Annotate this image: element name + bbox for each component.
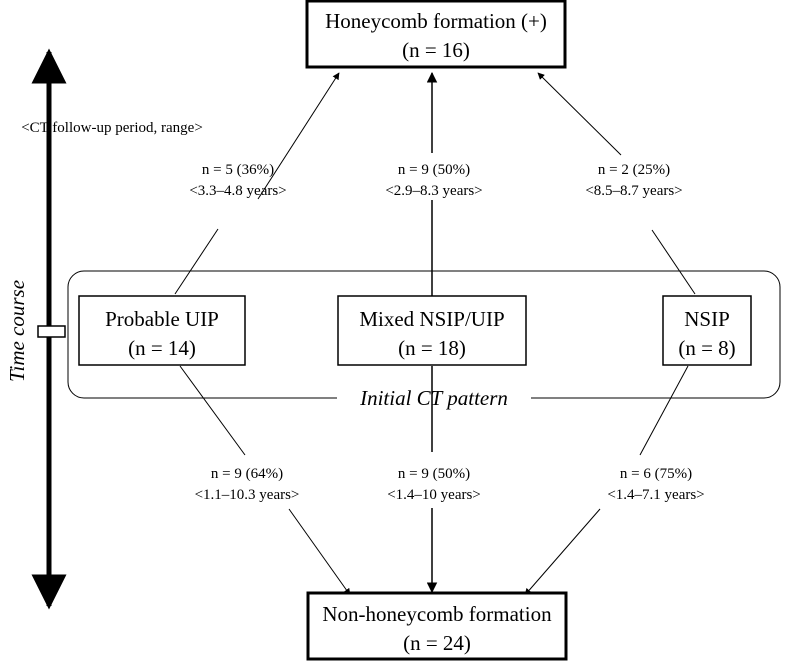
followup-caption: <CT follow-up period, range>: [21, 120, 203, 136]
non-honeycomb-title: Non-honeycomb formation: [322, 602, 552, 626]
down-label-nsip-range: <1.4–7.1 years>: [607, 487, 704, 503]
honeycomb-positive-box: [305, 0, 567, 69]
connectors: [174, 71, 696, 596]
non-honeycomb-count: (n = 24): [403, 631, 471, 655]
honeycomb-positive-count: (n = 16): [402, 38, 470, 62]
up-arrow-nsip: [651, 229, 696, 295]
initial-pattern-label: Initial CT pattern: [359, 386, 508, 410]
up-label-mixed-count: n = 9 (50%): [398, 162, 470, 178]
down-arrow-probable-uip: [179, 365, 246, 456]
down-label-probable-uip-count: n = 9 (64%): [211, 466, 283, 482]
pattern-mixed-name: Mixed NSIP/UIP: [359, 307, 504, 331]
down-arrow-nsip: [639, 365, 689, 456]
down-label-mixed-count: n = 9 (50%): [398, 466, 470, 482]
pattern-probable-uip-name: Probable UIP: [105, 307, 219, 331]
pattern-box-mixed: [337, 295, 527, 366]
pattern-nsip-name: NSIP: [684, 307, 730, 331]
pattern-box-nsip: [662, 295, 752, 366]
time-axis-label: Time course: [5, 280, 29, 382]
up-label-probable-uip-range: <3.3–4.8 years>: [189, 183, 286, 199]
non-honeycomb-box: [306, 591, 568, 661]
pattern-probable-uip-count: (n = 14): [128, 336, 196, 360]
honeycomb-positive-title: Honeycomb formation (+): [325, 9, 547, 33]
pattern-mixed-count: (n = 18): [398, 336, 466, 360]
up-label-probable-uip-count: n = 5 (36%): [202, 162, 274, 178]
down-label-nsip-count: n = 6 (75%): [620, 466, 692, 482]
down-label-probable-uip-range: <1.1–10.3 years>: [195, 487, 300, 503]
up-label-nsip-range: <8.5–8.7 years>: [585, 183, 682, 199]
up-label-mixed-range: <2.9–8.3 years>: [385, 183, 482, 199]
time-axis-marker: [37, 325, 66, 338]
pattern-box-probable-uip: [78, 295, 246, 366]
pattern-nsip-count: (n = 8): [678, 336, 735, 360]
up-label-nsip-count: n = 2 (25%): [598, 162, 670, 178]
up-arrow-probable-uip: [174, 228, 219, 295]
down-label-mixed-range: <1.4–10 years>: [387, 487, 481, 503]
